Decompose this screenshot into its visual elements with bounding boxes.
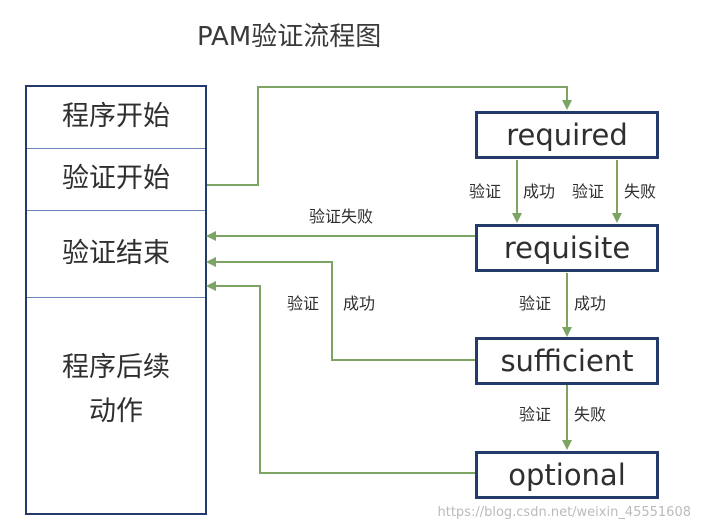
watermark-text: https://blog.csdn.net/weixin_45551608 [437, 505, 691, 520]
requisite-node: requisite [475, 224, 659, 272]
auth-end-label: 验证结束 [62, 237, 170, 269]
required-fail-result-label: 失败 [624, 182, 657, 201]
requisite-success-verify-label: 验证 [519, 294, 552, 313]
sufficient-fail-verify-label: 验证 [519, 405, 552, 424]
required-fail-verify-label: 验证 [572, 182, 605, 201]
left-divider-2 [27, 210, 205, 211]
optional-node: optional [475, 451, 659, 499]
left-divider-1 [27, 148, 205, 149]
optional-to-end-arrow [206, 281, 475, 474]
sufficient-success-verify-label: 验证 [287, 294, 320, 313]
left-program-panel: 程序开始 验证开始 验证结束 程序后续 动作 [25, 85, 207, 515]
post-actions-label-line-1: 程序后续 [62, 351, 170, 383]
required-success-result-label: 成功 [523, 182, 556, 201]
diagram-title: PAM验证流程图 [197, 22, 382, 52]
sufficient-node: sufficient [475, 337, 659, 385]
program-start-label: 程序开始 [62, 101, 170, 133]
requisite-success-result-label: 成功 [574, 294, 607, 313]
required-success-verify-label: 验证 [469, 182, 502, 201]
required-node: required [475, 111, 659, 159]
auth-start-to-required-arrow [207, 86, 572, 186]
requisite-fail-to-end-label: 验证失败 [309, 207, 374, 226]
sufficient-fail-result-label: 失败 [574, 405, 607, 424]
sufficient-success-result-label: 成功 [343, 294, 376, 313]
auth-start-label: 验证开始 [62, 163, 170, 195]
post-actions-label-line-2: 动作 [89, 395, 143, 427]
left-divider-3 [27, 297, 205, 298]
sufficient-success-to-end-arrow [206, 257, 475, 361]
